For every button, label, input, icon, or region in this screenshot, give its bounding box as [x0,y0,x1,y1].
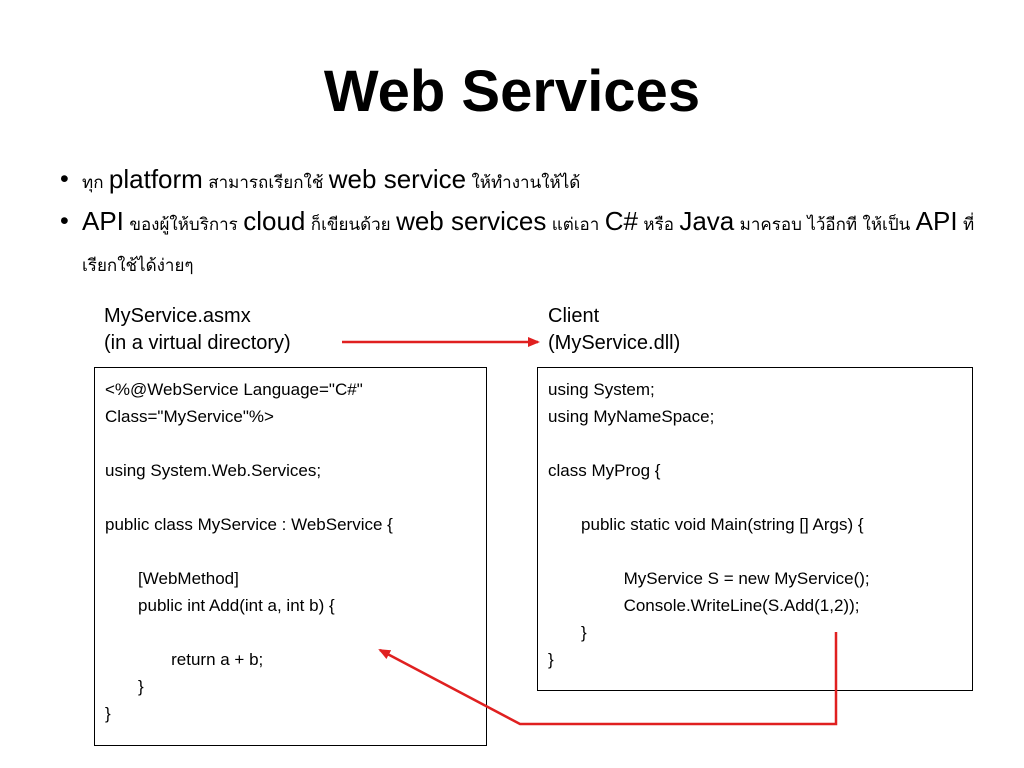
bullet-text-run: Java [679,206,735,236]
bullet-text-run: API [82,206,124,236]
code-line: MyService S = new MyService(); [548,569,870,588]
bullet-text-run: API [915,206,958,236]
bullet-text-run: ทุก [82,173,109,193]
code-line: Console.WriteLine(S.Add(1,2)); [548,596,860,615]
bullet-text-run: ก็เขียนด้วย [305,215,397,235]
code-line [105,619,476,646]
code-line: } [548,650,554,669]
server-file-location: (in a virtual directory) [104,332,291,354]
bullet-dot-icon: • [60,207,69,235]
code-line: public int Add(int a, int b) { [105,596,335,615]
code-line: } [105,677,144,696]
code-line [548,484,962,511]
code-line: public class MyService : WebService { [105,515,393,534]
server-code-box: <%@WebService Language="C#" Class="MyServ… [94,367,487,746]
bullet-dot-icon: • [60,165,69,193]
code-line: return a + b; [105,650,264,669]
bullet-text-run: หรือ [637,215,680,235]
bullet-text-run: สามารถเรียกใช้ [202,173,329,193]
bullet-text-run: web services [396,206,547,236]
bullet-text-run: cloud [243,206,306,236]
bullet-text-run: ที่เรียกใช้ได้ง่ายๆ [82,215,975,276]
bullet-text-run: ให้ทำงานให้ได้ [466,173,581,193]
client-code-box: using System; using MyNameSpace; class MyP… [537,367,973,691]
slide-title: Web Services [323,59,701,124]
code-line: [WebMethod] [105,569,239,588]
bullet-text: API ของผู้ให้บริการ cloud ก็เขียนด้วย we… [82,206,975,277]
bullet-text: ทุก platform สามารถเรียกใช้ web service … [82,164,581,194]
bullet-item: • ทุก platform สามารถเรียกใช้ web servic… [60,160,980,202]
bullet-text-run: web service [328,164,467,194]
code-line: using System; [548,380,655,399]
code-line [548,538,962,565]
bullet-text-run: platform [108,164,203,194]
code-line [548,430,962,457]
bullet-text-run: C# [604,206,638,236]
server-file-name: MyService.asmx [104,305,251,327]
code-line: public static void Main(string [] Args) … [548,515,864,534]
bullet-item: • API ของผู้ให้บริการ cloud ก็เขียนด้วย … [60,202,980,285]
bullet-text-run: มาครอบ ไว้อีกที ให้เป็น [734,215,916,235]
code-line [105,484,476,511]
code-line: } [548,623,587,642]
code-line [105,430,476,457]
code-line: using MyNameSpace; [548,407,715,426]
bullet-text-run: แต่เอา [546,215,605,235]
code-line: } [105,704,111,723]
code-line [105,538,476,565]
code-line: class MyProg { [548,461,661,480]
client-name: Client [548,305,600,327]
server-file-label: MyService.asmx (in a virtual directory) [104,303,291,357]
client-label: Client (MyService.dll) [548,303,680,357]
bullet-text-run: ของผู้ให้บริการ [123,215,244,235]
client-dll-name: (MyService.dll) [548,332,681,354]
bullet-list: • ทุก platform สามารถเรียกใช้ web servic… [60,160,980,285]
code-line: using System.Web.Services; [105,461,322,480]
code-line: <%@WebService Language="C#" [105,380,363,399]
code-line: Class="MyService"%> [105,407,274,426]
